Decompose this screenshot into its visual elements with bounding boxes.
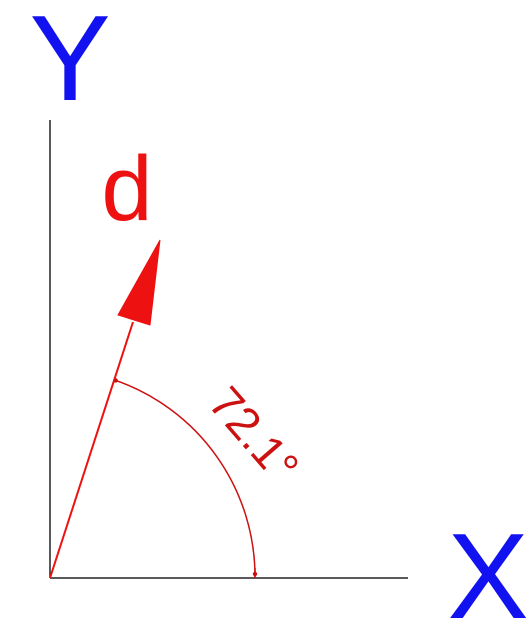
vector-shaft bbox=[49, 321, 134, 579]
vector-arrowhead bbox=[117, 239, 161, 326]
angle-arc bbox=[115, 379, 256, 579]
angle-arc-start-tick bbox=[113, 378, 118, 383]
y-axis-label: Y bbox=[29, 0, 110, 126]
angle-label: 72.1° bbox=[199, 377, 309, 493]
vector-label: d bbox=[101, 138, 152, 240]
x-axis-label: X bbox=[447, 508, 528, 620]
